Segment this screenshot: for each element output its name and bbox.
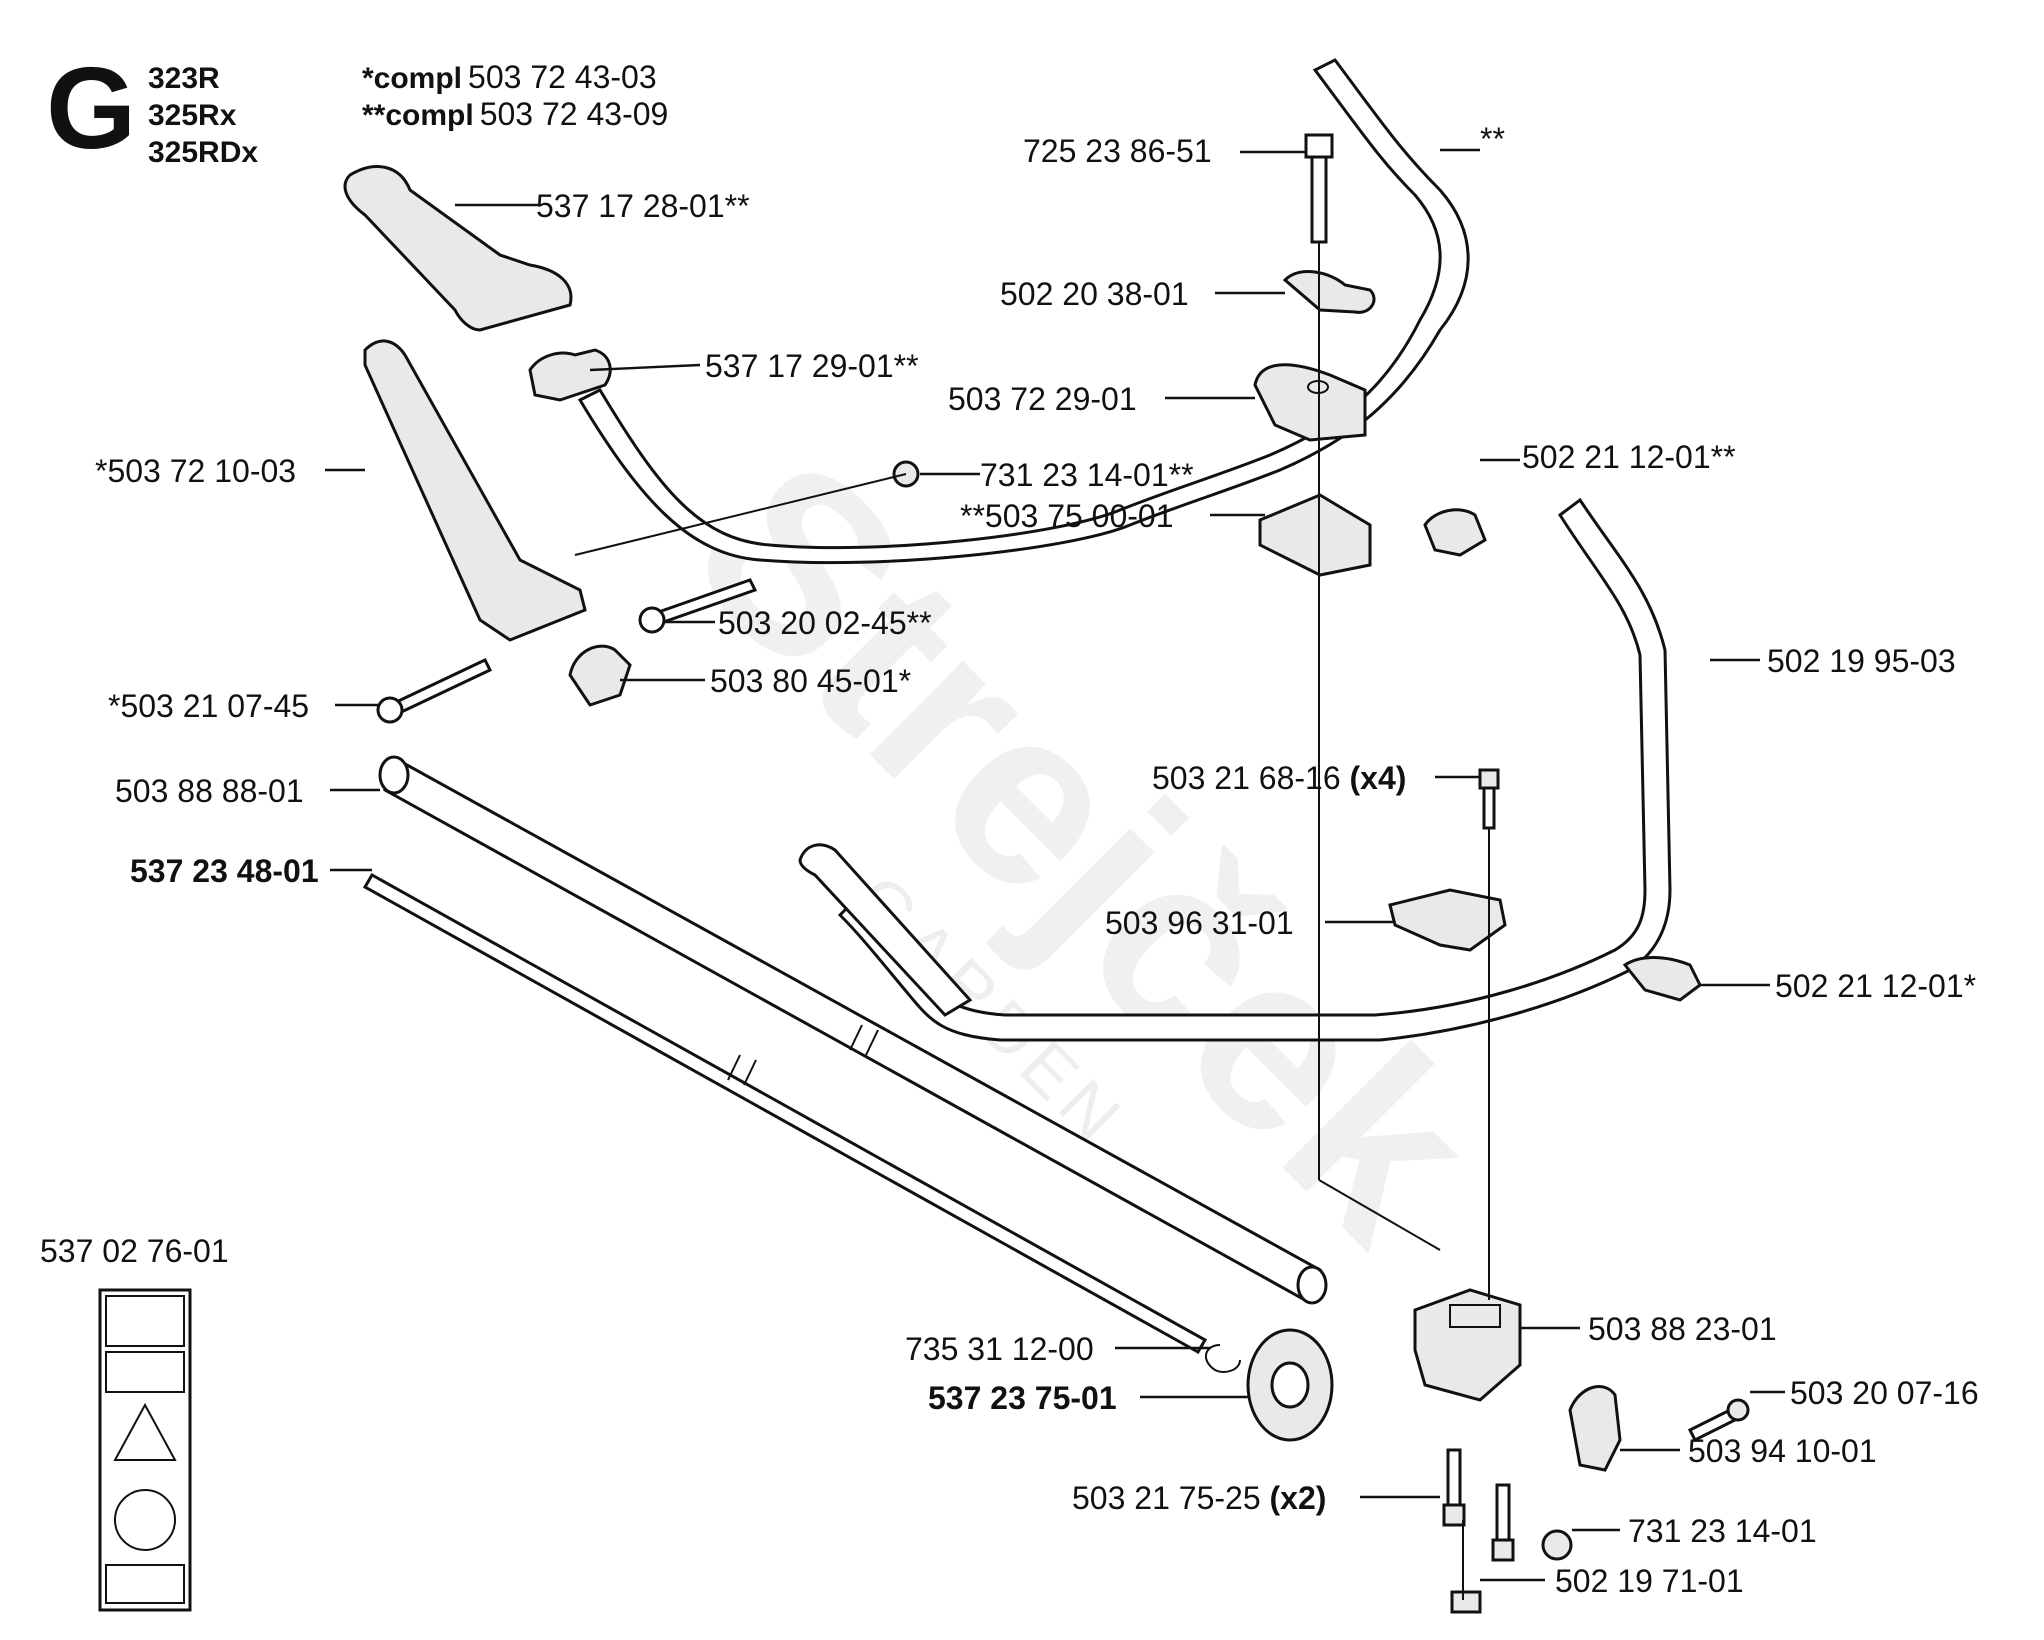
clamp-503-94-10-01 [1568, 1385, 1622, 1472]
label-731-23-14-01: 731 23 14-01 [1628, 1513, 1817, 1549]
label-503-88-23-01: 503 88 23-01 [1588, 1311, 1777, 1347]
label-503-21-07-45: *503 21 07-45 [108, 688, 309, 724]
clamp-503-75-00-01 [1258, 493, 1372, 577]
label-502-20-38-01: 502 20 38-01 [1000, 276, 1189, 312]
label-537-02-76-01: 537 02 76-01 [40, 1233, 229, 1269]
label-503-20-07-16: 503 20 07-16 [1790, 1375, 1979, 1411]
drive-shaft [362, 872, 1208, 1355]
label-537-17-29-01: 537 17 29-01** [705, 348, 919, 384]
label-503-94-10-01: 503 94 10-01 [1688, 1433, 1877, 1469]
handle-cover-503-72-10-03 [363, 339, 587, 642]
label-725-23-86-51: 725 23 86-51 [1023, 133, 1212, 169]
label-double-star: ** [1480, 121, 1505, 157]
label-503-21-75-25: 503 21 75-25 (x2) [1072, 1480, 1326, 1516]
screw-503-21-07-45 [376, 658, 493, 724]
label-503-96-31-01: 503 96 31-01 [1105, 905, 1294, 941]
circlip-735-31-12-00 [1205, 1344, 1241, 1373]
label-731-23-14-01-double: 731 23 14-01** [980, 457, 1194, 493]
label-735-31-12-00: 735 31 12-00 [905, 1331, 1094, 1367]
wing-nut-502-20-38-01 [1282, 270, 1376, 314]
model-323r: 323R [148, 62, 220, 95]
label-503-72-10-03: *503 72 10-03 [95, 453, 296, 489]
label-502-21-12-01-single: 502 21 12-01* [1775, 968, 1976, 1004]
bolt-725-23-86-51 [1304, 133, 1334, 244]
section-letter: G [46, 43, 136, 173]
label-503-20-02-45: 503 20 02-45** [718, 605, 932, 641]
label-503-75-00-01: **503 75 00-01 [960, 498, 1174, 534]
knob-502-21-12-01-double [1423, 508, 1487, 557]
model-325rdx: 325RDx [148, 136, 258, 169]
nut-731-23-14-01 [1541, 1529, 1573, 1561]
screw-503-20-07-16 [1687, 1398, 1750, 1443]
label-502-21-12-01-double: 502 21 12-01** [1522, 439, 1736, 475]
knob-502-21-12-01-single [1622, 956, 1702, 1002]
screws-503-21-75-25 [1442, 1448, 1515, 1562]
grip-537-17-28-01 [343, 165, 573, 332]
label-537-23-75-01: 537 23 75-01 [928, 1380, 1117, 1416]
label-503-80-45-01: 503 80 45-01* [710, 663, 911, 699]
part-labels: 725 23 86-51 ** 537 17 28-01** 502 20 38… [40, 121, 1979, 1599]
clamp-503-72-29-01 [1253, 363, 1367, 442]
label-502-19-71-01: 502 19 71-01 [1555, 1563, 1744, 1599]
label-503-72-29-01: 503 72 29-01 [948, 381, 1137, 417]
screw-503-20-02-45 [638, 578, 758, 634]
clip-503-80-45-01 [568, 644, 632, 707]
decal-537-02-76-01 [98, 1288, 192, 1612]
left-grip-tube [798, 843, 973, 1017]
label-503-21-68-16: 503 21 68-16 (x4) [1152, 760, 1406, 796]
label-502-19-95-03: 502 19 95-03 [1767, 643, 1956, 679]
housing-503-88-23-01 [1413, 1288, 1522, 1402]
label-537-17-28-01: 537 17 28-01** [536, 188, 750, 224]
label-537-23-48-01: 537 23 48-01 [130, 853, 319, 889]
main-tube [378, 755, 1328, 1305]
square-nut-502-19-71-01 [1450, 1590, 1482, 1614]
right-handlebar [577, 58, 1470, 565]
screw-503-21-68-16 [1478, 768, 1500, 830]
model-325rx: 325Rx [148, 99, 237, 132]
label-503-88-88-01: 503 88 88-01 [115, 773, 304, 809]
clamp-503-96-31-01 [1388, 888, 1507, 952]
leader-lines [325, 148, 1785, 1582]
assembly-lines [574, 242, 1490, 1600]
drum-537-23-75-01 [1246, 1328, 1334, 1442]
clamp-537-17-29-01 [528, 348, 612, 402]
